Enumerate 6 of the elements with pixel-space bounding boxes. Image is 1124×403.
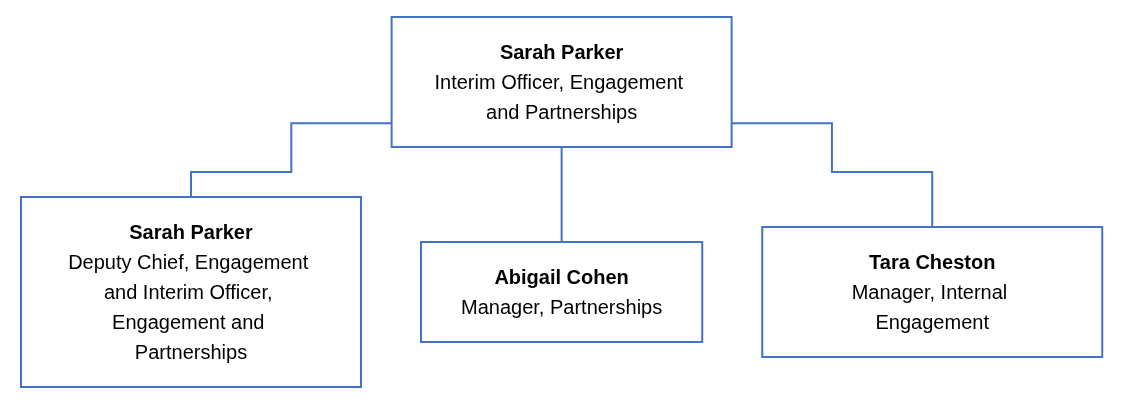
- connector: [731, 121, 934, 228]
- node-box: Sarah Parker Interim Officer, Engagement and Partnerships: [391, 15, 733, 148]
- node-box: Abigail Cohen Manager, Partnerships: [420, 240, 704, 343]
- node-box: Sarah Parker Deputy Chief, Engagement and Interim Officer, Engagement and Partnerships: [20, 195, 363, 388]
- connector: [561, 145, 563, 243]
- node-box: Tara Cheston Manager, Internal Engagement: [761, 225, 1104, 358]
